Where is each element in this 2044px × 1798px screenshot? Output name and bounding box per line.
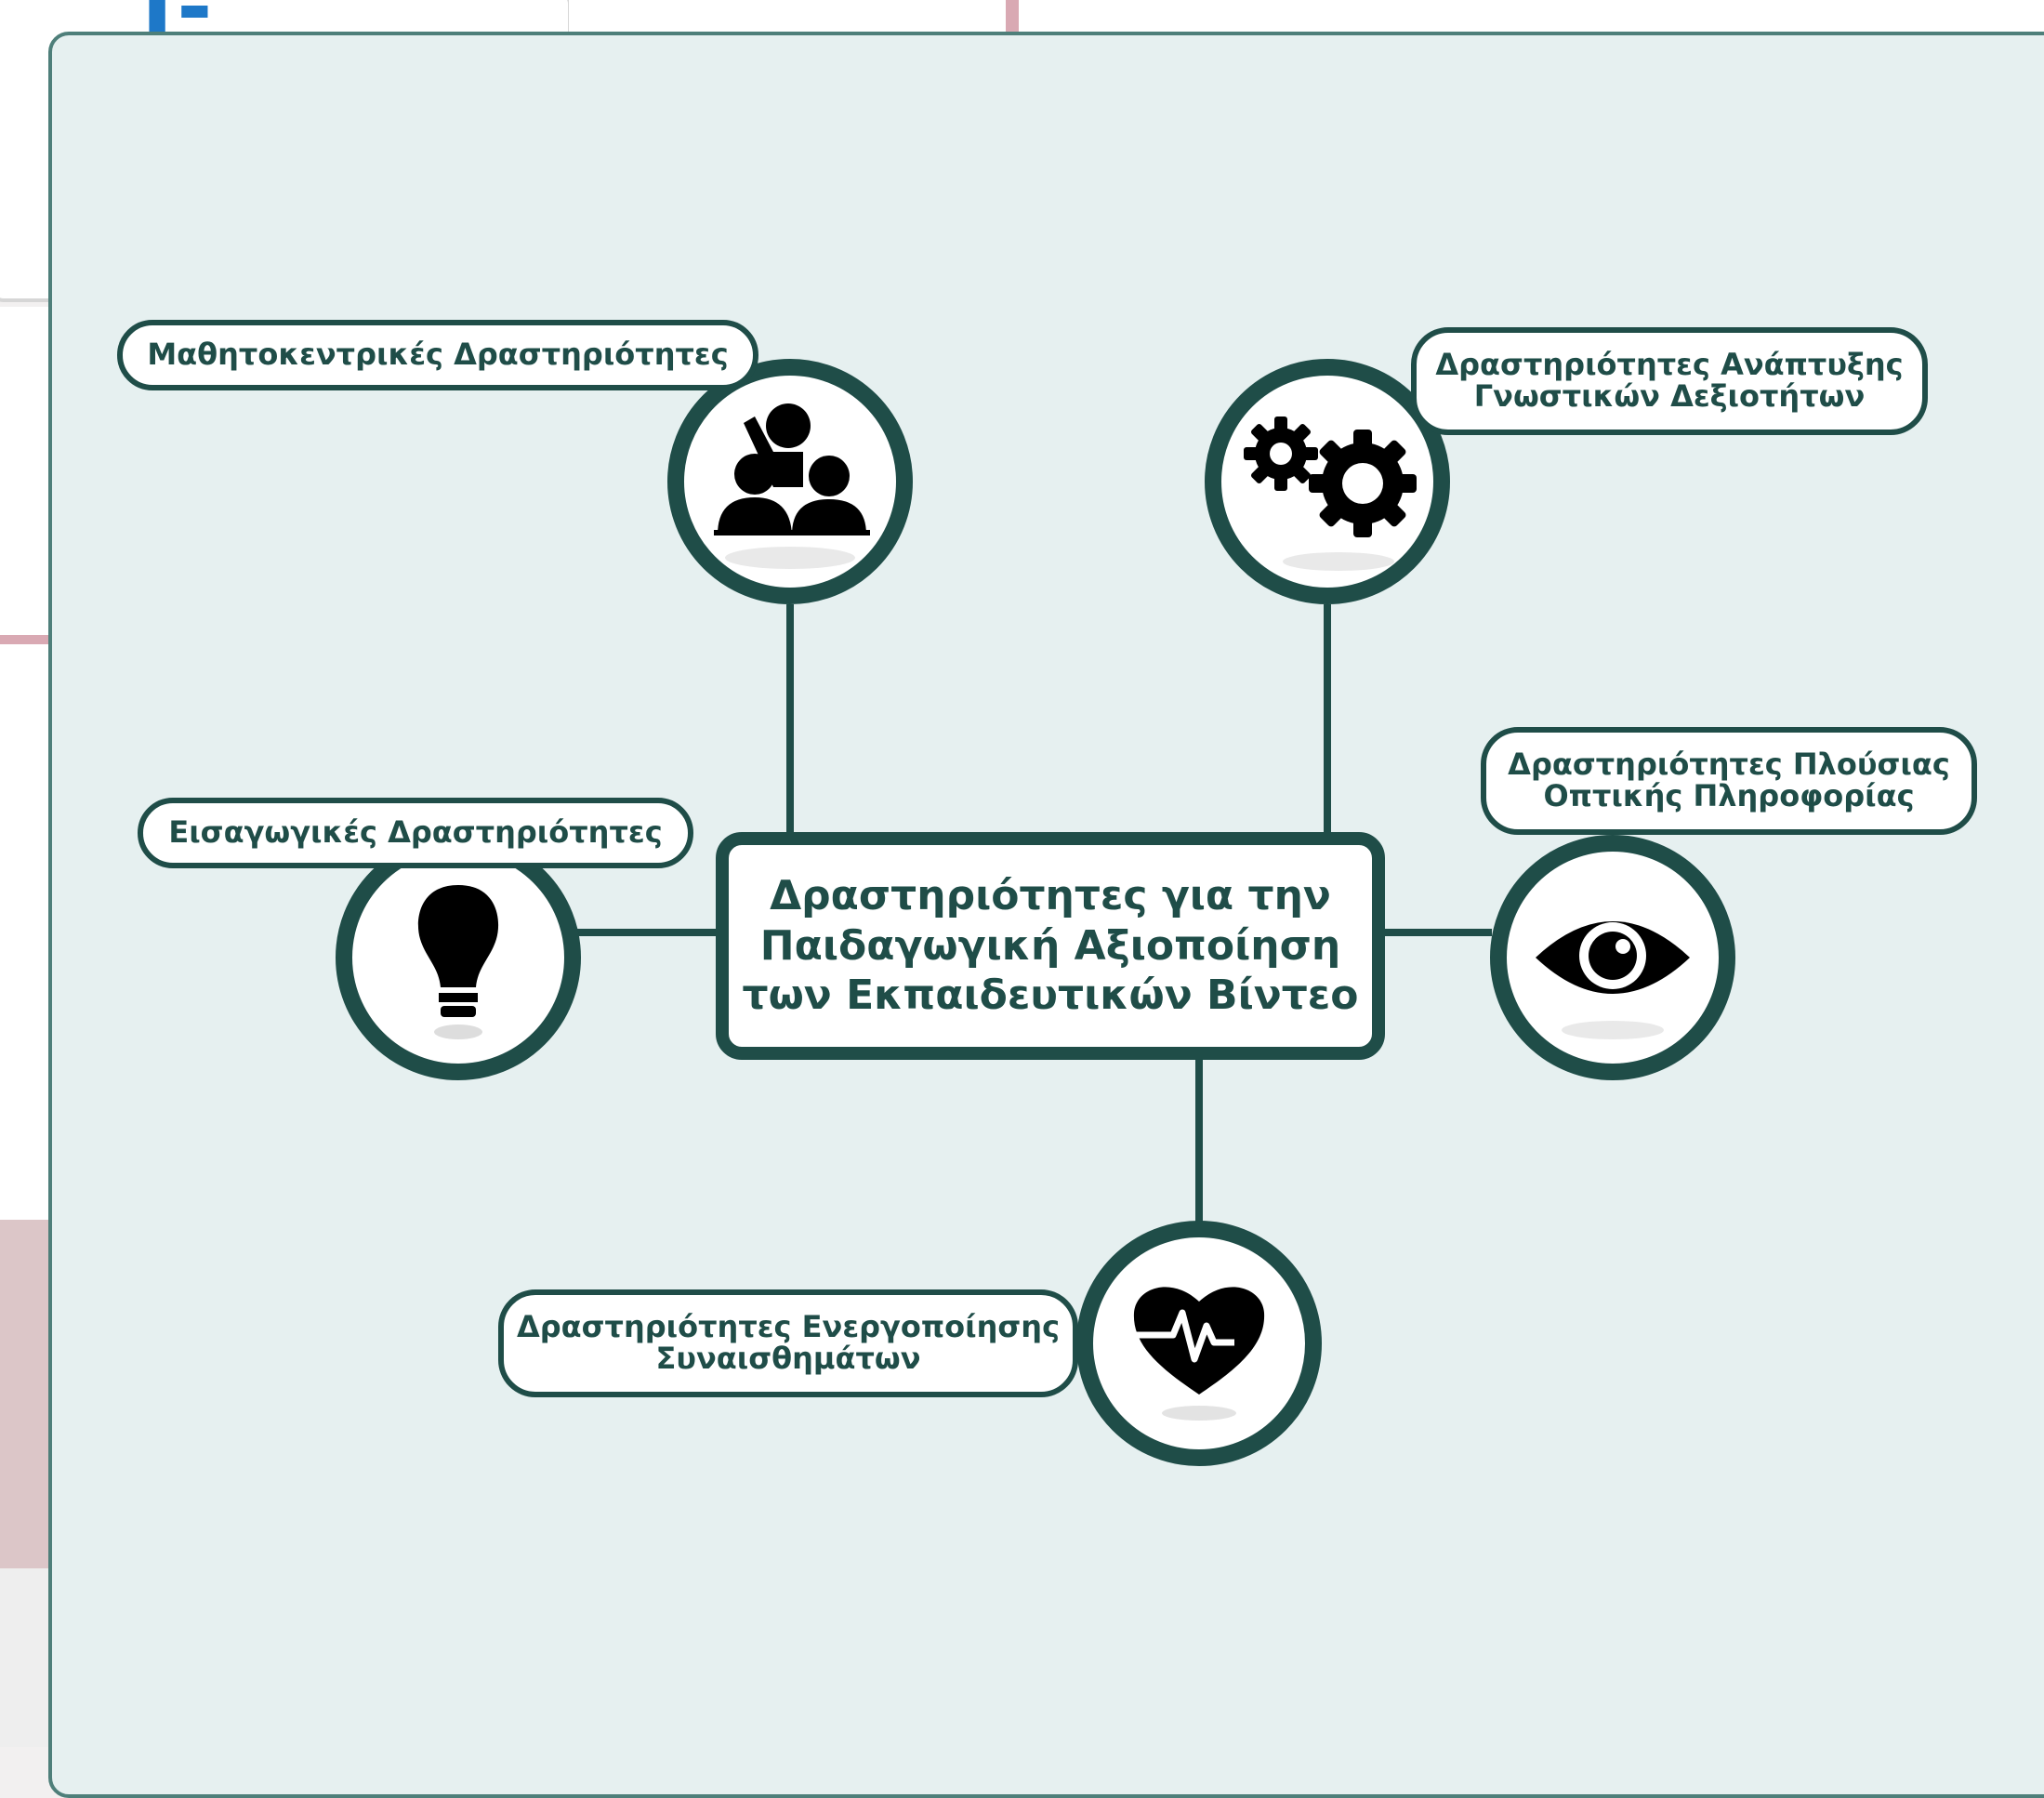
- node-learner[interactable]: [667, 359, 913, 604]
- node-label-cognitive[interactable]: Δραστηριότητες Ανάπτυξης Γνωστικών Δεξιο…: [1411, 327, 1928, 435]
- background-divider: [0, 635, 56, 644]
- center-topic-line: των Εκπαιδευτικών Βίντεο: [742, 972, 1359, 1020]
- node-label-intro[interactable]: Εισαγωγικές Δραστηριότητες: [138, 798, 693, 868]
- lightbulb-icon: [417, 885, 499, 1017]
- node-visual[interactable]: [1490, 835, 1735, 1080]
- eye-icon: [1536, 921, 1690, 994]
- node-cognitive[interactable]: [1205, 359, 1450, 604]
- background-strip: [1019, 0, 2044, 37]
- background-block: [0, 1568, 56, 1747]
- background-block: [0, 1220, 56, 1568]
- node-emotion[interactable]: [1076, 1221, 1322, 1466]
- node-label-line: Γνωστικών Δεξιοτήτων: [1473, 378, 1866, 414]
- node-label-visual[interactable]: Δραστηριότητες Πλούσιας Οπτικής Πληροφορ…: [1481, 727, 1977, 835]
- node-label-emotion[interactable]: Δραστηριότητες Ενεργοποίησης Συναισθημάτ…: [498, 1289, 1078, 1397]
- node-intro[interactable]: [336, 835, 581, 1080]
- node-label-line: Δραστηριότητες Πλούσιας: [1508, 747, 1950, 783]
- heart-pulse-icon: [1133, 1287, 1265, 1395]
- background-sidebar: [0, 307, 56, 1236]
- gears-icon: [1244, 416, 1417, 537]
- node-label-line: Συναισθημάτων: [655, 1341, 921, 1376]
- center-topic-box[interactable]: Δραστηριότητες για την Παιδαγωγική Αξιοπ…: [716, 832, 1385, 1060]
- node-label-learner[interactable]: Μαθητοκεντρικές Δραστηριότητες: [117, 320, 758, 390]
- center-topic-line: Παιδαγωγική Αξιοποίηση: [759, 921, 1341, 970]
- node-label-line: Μαθητοκεντρικές Δραστηριότητες: [147, 337, 729, 373]
- background-accent: [1006, 0, 1019, 37]
- background-strip: [569, 0, 1006, 37]
- node-label-line: Δραστηριότητες Ανάπτυξης: [1435, 347, 1904, 383]
- center-topic-line: Δραστηριότητες για την: [770, 871, 1331, 919]
- node-label-line: Οπτικής Πληροφορίας: [1543, 778, 1915, 813]
- node-label-line: Εισαγωγικές Δραστηριότητες: [168, 814, 663, 851]
- node-label-line: Δραστηριότητες Ενεργοποίησης: [516, 1309, 1061, 1345]
- students-teacher-icon: [714, 403, 870, 535]
